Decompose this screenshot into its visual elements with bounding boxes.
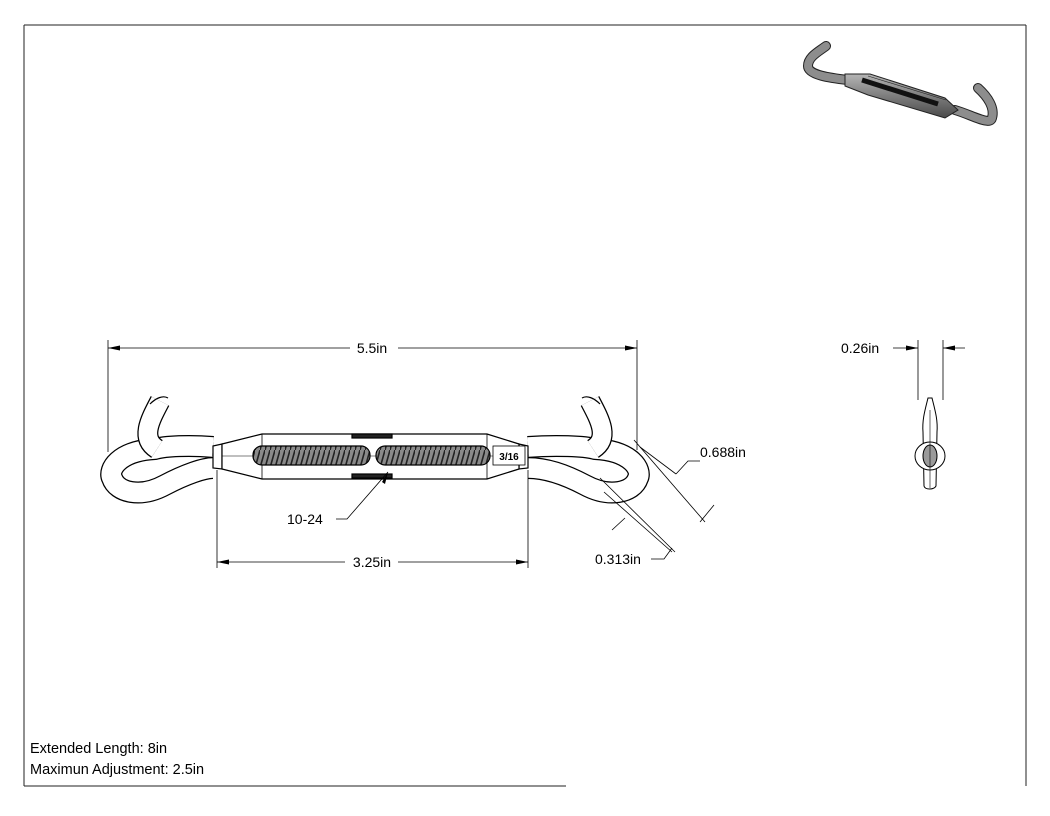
left-hook: [100, 396, 214, 504]
right-hook: [527, 396, 650, 504]
turnbuckle-side-view: [914, 397, 946, 490]
turnbuckle-front-view: 3/16: [100, 396, 650, 504]
body-length-label: 3.25in: [353, 554, 391, 570]
body-stamp-label: 3/16: [499, 452, 519, 463]
width-label: 0.26in: [841, 340, 879, 356]
right-thread: [375, 445, 491, 466]
hook-outer-label: 0.688in: [700, 444, 746, 460]
top-slot: [351, 433, 393, 439]
extended-length-note: Extended Length: 8in: [30, 741, 168, 757]
turnbuckle-isometric-view: [802, 41, 998, 126]
left-ferrule: [212, 443, 223, 470]
left-thread: [252, 445, 371, 466]
hook-wire-label: 0.313in: [595, 551, 641, 567]
notes-block: Extended Length: 8in Maximun Adjustment:…: [30, 739, 204, 781]
dimension-lines: [107, 340, 965, 568]
bottom-slot: [351, 473, 393, 479]
sheet-border: [23, 24, 1027, 787]
overall-length-label: 5.5in: [357, 340, 387, 356]
thread-callout-label: 10-24: [287, 511, 323, 527]
max-adjustment-note: Maximun Adjustment: 2.5in: [30, 762, 205, 778]
